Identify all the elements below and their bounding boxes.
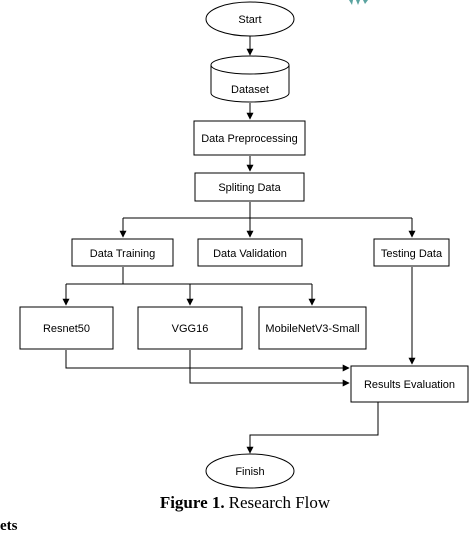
dataset-node: Dataset bbox=[210, 55, 290, 103]
arrow-resnet-evaluation bbox=[65, 350, 350, 372]
vgg-label: VGG16 bbox=[172, 323, 209, 335]
validation-node: Data Validation bbox=[197, 238, 303, 267]
evaluation-label: Results Evaluation bbox=[364, 379, 455, 391]
arrow-evaluation-finish bbox=[246, 402, 379, 454]
testing-node: Testing Data bbox=[373, 238, 450, 267]
testing-label: Testing Data bbox=[381, 248, 443, 260]
finish-label: Finish bbox=[235, 466, 264, 478]
caption-label: Figure 1. bbox=[160, 493, 225, 512]
preprocessing-label: Data Preprocessing bbox=[201, 133, 298, 145]
validation-label: Data Validation bbox=[213, 248, 287, 260]
resnet-label: Resnet50 bbox=[43, 323, 90, 335]
start-node: Start bbox=[205, 1, 295, 37]
connectors bbox=[62, 36, 416, 454]
mobilenet-label: MobileNetV3-Small bbox=[265, 323, 359, 335]
arrow-vgg-evaluation bbox=[189, 350, 350, 387]
preprocessing-node: Data Preprocessing bbox=[193, 120, 306, 156]
caption-title: Research Flow bbox=[229, 493, 331, 512]
dataset-label: Dataset bbox=[231, 84, 269, 96]
vgg-node: VGG16 bbox=[137, 306, 243, 350]
evaluation-node: Results Evaluation bbox=[350, 365, 469, 403]
start-label: Start bbox=[238, 14, 261, 26]
resnet-node: Resnet50 bbox=[19, 306, 114, 350]
mobilenet-node: MobileNetV3-Small bbox=[258, 306, 367, 350]
splitting-label: Spliting Data bbox=[218, 182, 281, 194]
figure-caption: Figure 1.Research Flow bbox=[160, 493, 331, 512]
training-node: Data Training bbox=[71, 238, 174, 267]
splitting-node: Spliting Data bbox=[194, 172, 305, 202]
finish-node: Finish bbox=[205, 453, 295, 489]
logo-fragment-icon bbox=[349, 0, 368, 5]
cut-off-heading-fragment: ets bbox=[0, 518, 18, 532]
training-label: Data Training bbox=[90, 248, 155, 260]
